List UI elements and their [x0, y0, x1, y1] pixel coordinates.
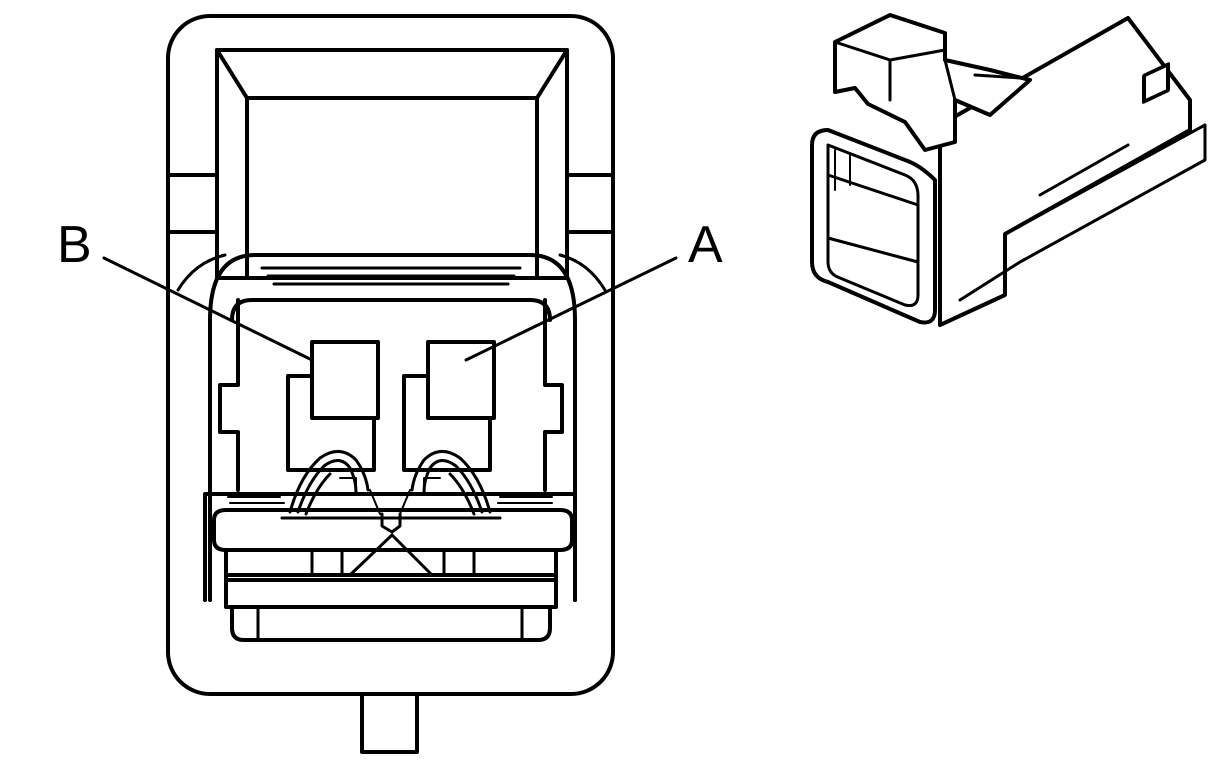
connector-isometric-view — [810, 13, 1207, 327]
terminal-a — [402, 340, 496, 472]
terminal-a-label: A — [688, 216, 723, 274]
terminal-b — [286, 340, 380, 472]
locking-tab — [166, 48, 615, 280]
leader-line-b — [102, 256, 314, 362]
housing-ribs — [260, 266, 522, 286]
wire-exit-stub — [360, 692, 419, 754]
latch-bar — [203, 492, 577, 642]
terminal-b-label: B — [57, 216, 92, 274]
terminal-cavity — [208, 253, 577, 602]
connector-end-view: B A — [57, 14, 723, 754]
leader-line-a — [464, 256, 678, 362]
